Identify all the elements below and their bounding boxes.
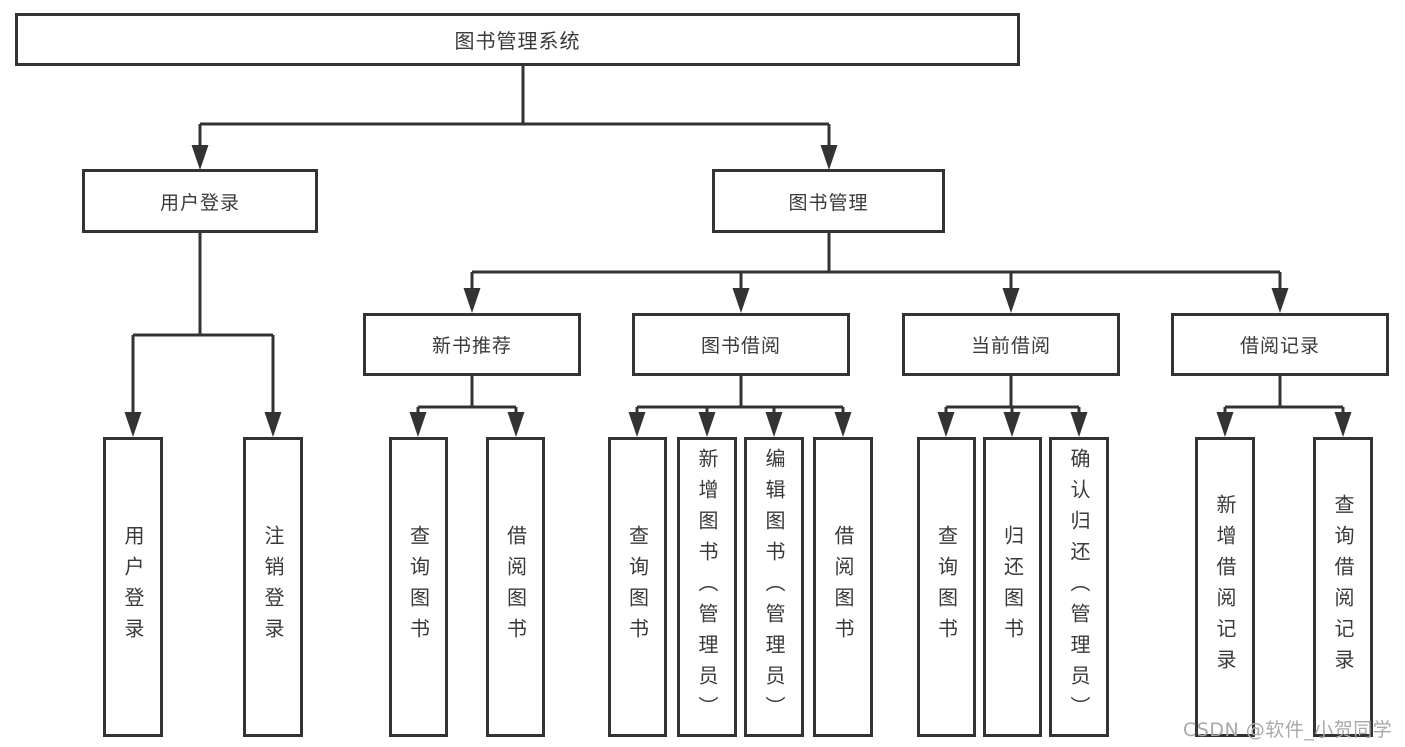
leaf-borrowing-query-books: 查询图书	[608, 437, 667, 737]
node-book-management-label: 图书管理	[788, 191, 869, 214]
leaf-current-confirm-return-admin-label: 确认归还（管理员）	[1067, 447, 1091, 727]
csdn-watermark: CSDN @软件_小贺同学	[1183, 719, 1393, 741]
leaf-current-return-books: 归还图书	[983, 437, 1042, 737]
leaf-logout-label: 注销登录	[261, 525, 285, 649]
node-root-system: 图书管理系统	[15, 13, 1020, 66]
leaf-borrowing-borrow-books: 借阅图书	[813, 437, 873, 737]
node-new-book-recommendation-label: 新书推荐	[431, 335, 512, 357]
leaf-newbook-query-books: 查询图书	[389, 437, 448, 737]
connector-borrowing-branch	[628, 376, 852, 437]
connector-current-branch	[937, 376, 1088, 437]
leaf-records-query-record: 查询借阅记录	[1313, 437, 1373, 737]
leaf-records-add-record: 新增借阅记录	[1195, 437, 1255, 737]
node-user-login: 用户登录	[82, 169, 318, 233]
node-book-borrowing: 图书借阅	[632, 313, 850, 376]
connector-user-branch	[124, 233, 282, 437]
leaf-records-add-record-label: 新增借阅记录	[1213, 494, 1237, 680]
leaf-user-login-label: 用户登录	[121, 525, 145, 649]
leaf-borrowing-query-books-label: 查询图书	[625, 525, 650, 649]
leaf-current-return-books-label: 归还图书	[1000, 525, 1025, 649]
leaf-current-query-books-label: 查询图书	[934, 525, 959, 649]
connector-records-branch	[1216, 376, 1352, 437]
node-current-borrowing: 当前借阅	[902, 313, 1120, 376]
leaf-current-query-books: 查询图书	[917, 437, 976, 737]
leaf-logout: 注销登录	[243, 437, 303, 737]
leaf-borrowing-add-books-admin-label: 新增图书（管理员）	[695, 447, 719, 727]
node-new-book-recommendation: 新书推荐	[363, 313, 581, 376]
leaf-newbook-borrow-books: 借阅图书	[486, 437, 545, 737]
leaf-borrowing-borrow-books-label: 借阅图书	[831, 525, 855, 649]
node-root-system-label: 图书管理系统	[454, 29, 581, 53]
leaf-borrowing-add-books-admin: 新增图书（管理员）	[677, 437, 737, 737]
node-current-borrowing-label: 当前借阅	[970, 335, 1051, 357]
node-borrowing-records: 借阅记录	[1171, 313, 1389, 376]
leaf-user-login: 用户登录	[103, 437, 163, 737]
leaf-borrowing-edit-books-admin: 编辑图书（管理员）	[744, 437, 804, 737]
node-user-login-label: 用户登录	[159, 191, 240, 214]
leaf-newbook-borrow-books-label: 借阅图书	[503, 525, 528, 649]
connector-root-branch	[191, 66, 838, 170]
node-borrowing-records-label: 借阅记录	[1239, 335, 1320, 357]
connector-mgmt-branch	[463, 233, 1289, 313]
node-book-management: 图书管理	[712, 169, 945, 233]
leaf-records-query-record-label: 查询借阅记录	[1331, 494, 1355, 680]
leaf-current-confirm-return-admin: 确认归还（管理员）	[1049, 437, 1109, 737]
leaf-borrowing-edit-books-admin-label: 编辑图书（管理员）	[762, 447, 786, 727]
connector-newbook-branch	[409, 376, 525, 437]
leaf-newbook-query-books-label: 查询图书	[406, 525, 431, 649]
node-book-borrowing-label: 图书借阅	[700, 335, 781, 357]
